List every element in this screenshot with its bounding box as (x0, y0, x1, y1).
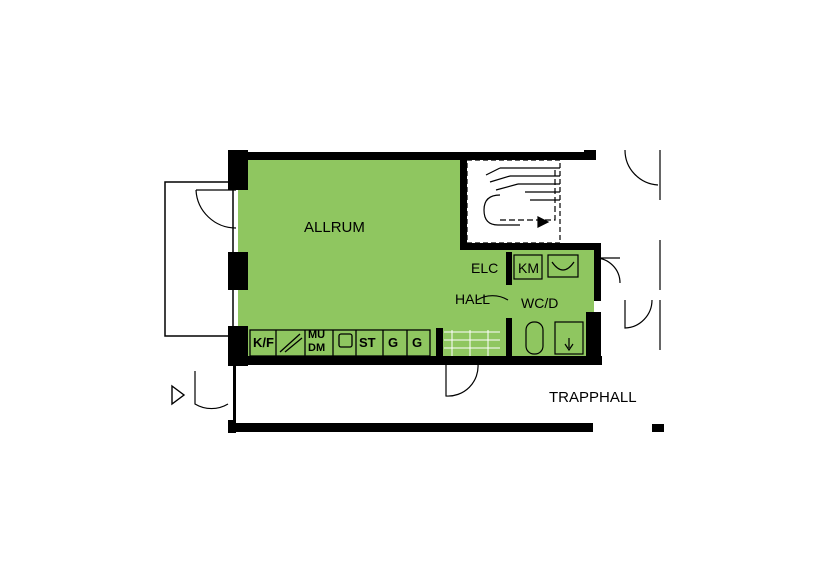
kitchen-label-kf: K/F (253, 335, 274, 350)
kitchen-label-g1: G (388, 335, 399, 350)
balcony (164, 181, 234, 337)
door-swing-icon (194, 149, 661, 410)
hall-rack (444, 330, 500, 356)
room-label-km: KM (518, 260, 539, 276)
room-label-allrum: ALLRUM (304, 219, 365, 236)
kitchen-label-st: ST (359, 335, 376, 350)
sink-icon (551, 261, 575, 271)
wc-fixtures (513, 254, 584, 355)
kitchen-label-mu: MU (308, 329, 326, 341)
kitchen-label-dm: DM (308, 342, 326, 354)
kitchen-label-g2: G (412, 335, 423, 350)
wc-floor (508, 249, 594, 357)
staircase-icon (466, 159, 561, 244)
room-label-trapphall: TRAPPHALL (549, 389, 637, 406)
hall-floor (238, 249, 510, 357)
entrance-arrow-icon (171, 384, 186, 406)
room-label-elc: ELC (471, 260, 499, 276)
kitchen-units (249, 329, 431, 357)
walls (228, 150, 664, 433)
room-label-wc: WC/D (521, 295, 559, 311)
floor-drain-icon (564, 338, 574, 352)
toilet-icon (525, 321, 544, 355)
room-label-hall: HALL (455, 291, 491, 307)
